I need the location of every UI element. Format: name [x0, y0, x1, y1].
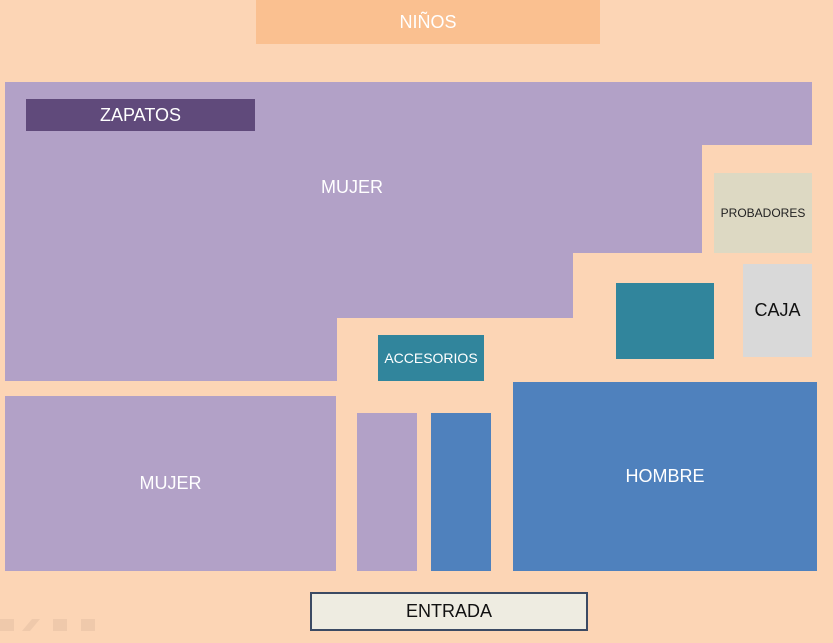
accesorios-zone: ACCESORIOS: [378, 335, 484, 381]
menu-icon[interactable]: [53, 619, 67, 631]
entrada-zone: ENTRADA: [310, 592, 588, 631]
ninos-zone: NIÑOS: [256, 0, 600, 44]
mujer-shelf-zone: [357, 413, 417, 571]
mujer-main-label: MUJER: [321, 176, 383, 197]
teal-display-zone: [616, 283, 714, 359]
next-slide-icon[interactable]: [81, 619, 95, 631]
mujer-lower-zone: MUJER: [5, 396, 336, 571]
caja-zone: CAJA: [743, 264, 812, 357]
probadores-zone: PROBADORES: [714, 173, 812, 253]
zapatos-zone: ZAPATOS: [26, 99, 255, 131]
hombre-zone: HOMBRE: [513, 382, 817, 571]
previous-slide-icon[interactable]: [0, 619, 14, 631]
hombre-shelf-zone: [431, 413, 491, 571]
